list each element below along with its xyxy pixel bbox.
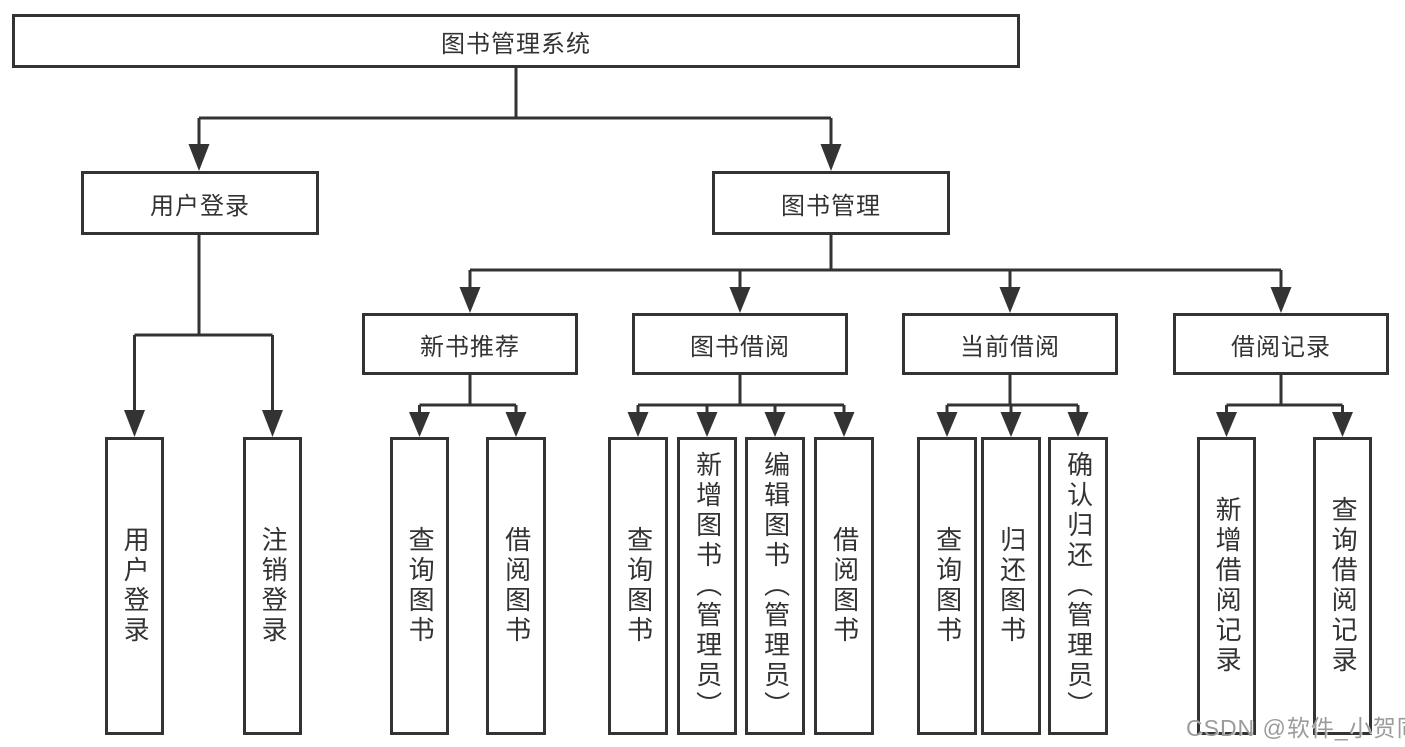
arrow-down-icon <box>833 412 855 437</box>
arrow-down-icon <box>1216 412 1237 437</box>
connector-root-children <box>188 68 842 171</box>
arrow-down-icon <box>729 287 751 313</box>
arrow-down-icon <box>188 144 210 171</box>
connector-current-borrowing-children <box>936 375 1089 437</box>
leaf-query-books-borrowing: 查询图书 <box>608 437 668 735</box>
arrow-down-icon <box>696 412 718 437</box>
leaf-borrow-books-recommend: 借阅图书 <box>486 437 546 735</box>
node-label: 用户登录 <box>120 526 151 646</box>
arrow-down-icon <box>764 412 786 437</box>
connector-borrowing-records-children <box>1216 375 1353 437</box>
connector-user-login-children <box>124 235 283 437</box>
node-label: 新书推荐 <box>420 333 520 361</box>
arrow-down-icon <box>409 412 430 437</box>
arrow-down-icon <box>999 287 1021 313</box>
node-label: 用户登录 <box>150 192 250 220</box>
node-label: 查询图书 <box>932 526 963 646</box>
arrow-down-icon <box>505 412 527 437</box>
node-label: 确认归还（管理员） <box>1063 451 1094 721</box>
leaf-edit-book-admin: 编辑图书（管理员） <box>745 437 805 735</box>
connector-book-management-children <box>459 235 1292 313</box>
node-book-management: 图书管理 <box>712 171 950 235</box>
connector-new-book-recommendation-children <box>409 375 527 437</box>
arrow-down-icon <box>124 410 145 437</box>
arrow-down-icon <box>1067 412 1089 437</box>
node-library-management-system: 图书管理系统 <box>12 14 1020 68</box>
node-label: 图书借阅 <box>690 333 790 361</box>
node-label: 归还图书 <box>996 526 1027 646</box>
arrow-down-icon <box>1332 412 1353 437</box>
arrow-down-icon <box>262 410 283 437</box>
node-current-borrowing: 当前借阅 <box>902 313 1118 375</box>
node-label: 借阅图书 <box>829 526 860 646</box>
node-label: 新增借阅记录 <box>1212 496 1243 676</box>
leaf-add-borrow-record: 新增借阅记录 <box>1197 437 1256 735</box>
node-label: 图书管理 <box>781 192 881 220</box>
node-label: 查询借阅记录 <box>1328 496 1359 676</box>
node-new-book-recommendation: 新书推荐 <box>362 313 578 375</box>
node-label: 当前借阅 <box>960 333 1060 361</box>
node-user-login: 用户登录 <box>81 171 319 235</box>
arrow-down-icon <box>936 412 958 437</box>
arrow-down-icon <box>627 412 649 437</box>
leaf-logout: 注销登录 <box>243 437 302 735</box>
connector-book-borrowing-children <box>627 375 855 437</box>
arrow-down-icon <box>820 144 842 171</box>
node-label: 查询图书 <box>405 526 436 646</box>
arrow-down-icon <box>459 287 481 313</box>
node-label: 图书管理系统 <box>441 30 591 58</box>
leaf-query-borrow-record: 查询借阅记录 <box>1313 437 1372 735</box>
node-label: 借阅记录 <box>1231 333 1331 361</box>
leaf-add-book-admin: 新增图书（管理员） <box>677 437 737 735</box>
arrow-down-icon <box>1000 412 1022 437</box>
node-label: 借阅图书 <box>501 526 532 646</box>
leaf-user-login: 用户登录 <box>105 437 164 735</box>
arrow-down-icon <box>1270 287 1292 313</box>
leaf-borrow-books-borrowing: 借阅图书 <box>814 437 874 735</box>
node-label: 编辑图书（管理员） <box>760 451 791 721</box>
leaf-confirm-return-admin: 确认归还（管理员） <box>1048 437 1108 735</box>
node-label: 新增图书（管理员） <box>692 451 723 721</box>
csdn-watermark: CSDN @软件_小贺同学 <box>1186 715 1405 741</box>
leaf-query-books-recommend: 查询图书 <box>390 437 449 735</box>
node-label: 注销登录 <box>258 526 289 646</box>
leaf-query-books-current: 查询图书 <box>917 437 977 735</box>
leaf-return-books: 归还图书 <box>981 437 1041 735</box>
node-label: 查询图书 <box>623 526 654 646</box>
node-book-borrowing: 图书借阅 <box>632 313 848 375</box>
node-borrowing-records: 借阅记录 <box>1173 313 1389 375</box>
